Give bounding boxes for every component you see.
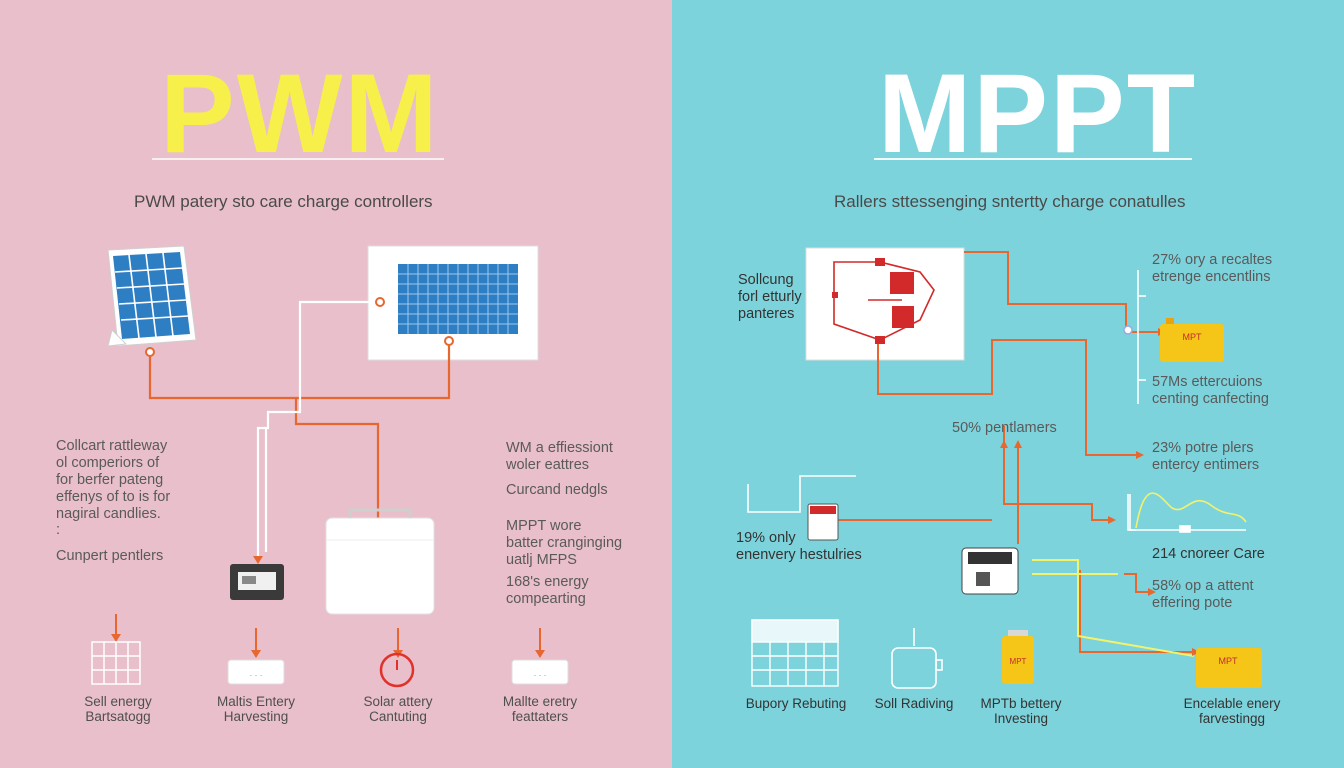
mppt-caption-4: Encelable enery farvestingg — [1183, 696, 1281, 726]
pwm-bullet-5: Curcand nedgls — [506, 482, 608, 498]
pwm-bullet-7: 168's energy compearting — [506, 574, 589, 607]
mppt-label-r1: 27% ory a recaltes etrenge encentlins — [1152, 252, 1273, 285]
device-outline-icon — [891, 647, 943, 689]
mppt-caption-1: Bupory Rebuting — [745, 696, 847, 711]
mppt-label-r3: 23% potre plers entercy entimers — [1152, 440, 1260, 473]
pwm-bullet-4: WM a effiessiont woler eattres — [506, 440, 613, 473]
solar-panel-icon — [107, 245, 197, 352]
pwm-caption-4: Mallte eretry feattaters — [502, 694, 578, 724]
svg-text:. . .: . . . — [250, 668, 263, 678]
mppt-yellow-wires — [1032, 559, 1195, 657]
svg-text:. . .: . . . — [534, 668, 547, 678]
small-controller-icon — [230, 564, 284, 600]
pwm-caption-2: Maltis Entery Harvesting — [216, 694, 296, 724]
battery-icon-2: MPT — [1196, 648, 1262, 688]
svg-text:MPT: MPT — [1010, 657, 1027, 666]
mppt-caption-2: Soll Radiving — [874, 696, 954, 711]
pwm-bullet-1: Collcart rattleway ol comperiors of for … — [56, 438, 171, 522]
battery-icon-1: MPT — [1160, 318, 1224, 362]
pwm-caption-1: Sell energy Bartsatogg — [84, 694, 152, 724]
small-battery-icon — [807, 503, 839, 541]
meter-icon-2: . . . — [511, 659, 569, 685]
pwm-subtitle: PWM patery sto care charge controllers — [134, 192, 433, 211]
svg-text:MPT: MPT — [1219, 656, 1239, 666]
pwm-title: PWM — [160, 51, 440, 176]
mppt-caption-3: MPTb bettery Investing — [980, 696, 1062, 726]
meter-icon-1: . . . — [227, 659, 285, 685]
pwm-bottom-arrows — [115, 614, 541, 652]
battery-icon-3: MPT — [1002, 630, 1034, 684]
mppt-wires — [838, 251, 1194, 653]
calendar-grid-icon — [751, 619, 839, 687]
pwm-diagram: . . . . . . — [91, 245, 569, 688]
pwm-title-divider — [152, 158, 444, 160]
svg-text:MPT: MPT — [1183, 332, 1203, 342]
pwm-bullet-2: : — [56, 522, 61, 538]
grid-icon — [91, 641, 141, 685]
mppt-controller-icon — [961, 547, 1019, 595]
mppt-label-mid: 50% pentlamers — [952, 420, 1057, 436]
mini-graph-icon — [1129, 492, 1247, 533]
mppt-label-r4: 214 cnoreer Care — [1152, 546, 1265, 562]
mppt-diagram: MPT MPT MPT — [747, 247, 1262, 689]
pwm-panel: PWM PWM patery sto care charge controlle… — [0, 0, 672, 768]
pwm-bullet-6: MPPT wore batter cranginging uatlj MFPS — [506, 518, 623, 568]
pwm-wires — [148, 300, 451, 564]
mppt-title: MPPT — [878, 51, 1198, 176]
mppt-label-left2: 19% only enenvery hestulries — [736, 530, 862, 563]
circuit-board-icon — [805, 247, 965, 361]
pwm-bullet-3: Cunpert pentlers — [56, 548, 164, 564]
pwm-caption-3: Solar attery Cantuting — [363, 694, 433, 724]
mppt-title-divider — [874, 158, 1192, 160]
mppt-label-r2: 57Ms ettercuions centing canfecting — [1152, 374, 1269, 407]
mppt-label-r5: 58% op a attent effering pote — [1152, 578, 1254, 611]
gauge-icon — [379, 652, 415, 688]
mppt-panel: MPPT Rallers sttessenging sntertty charg… — [672, 0, 1344, 768]
battery-icon — [325, 508, 435, 615]
mppt-label-solar: Sollcung forl etturly panteres — [738, 272, 802, 322]
mppt-subtitle: Rallers sttessenging sntertty charge con… — [834, 192, 1186, 211]
